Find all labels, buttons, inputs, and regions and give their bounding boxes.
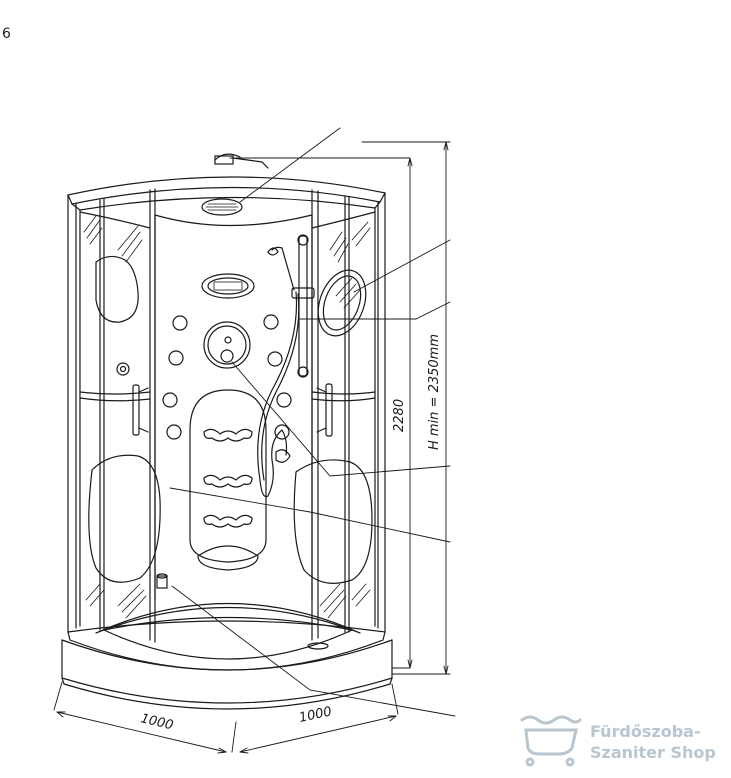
watermark-line-2: Szaniter Shop bbox=[590, 743, 716, 762]
side-panel-curves bbox=[79, 211, 376, 402]
right-door-handle bbox=[316, 383, 333, 437]
back-jet-icon bbox=[203, 428, 253, 442]
width-right-label: 1000 bbox=[298, 704, 333, 726]
overhead-shower-vent-icon bbox=[201, 198, 243, 216]
jet-icon bbox=[166, 424, 182, 440]
left-seat-panel bbox=[88, 454, 161, 583]
jet-icon bbox=[263, 314, 279, 330]
watermark-line-1: Fürdőszoba- bbox=[590, 722, 701, 741]
hand-shower-icon bbox=[257, 246, 300, 498]
width-dimension bbox=[53, 681, 399, 754]
back-massage-area bbox=[189, 389, 267, 571]
jet-icon bbox=[168, 350, 184, 366]
left-door-knob-icon bbox=[116, 362, 130, 376]
radio-control-panel-icon bbox=[201, 273, 255, 299]
drain-cup-icon bbox=[156, 573, 168, 589]
slide-bar bbox=[291, 234, 315, 378]
mirror-icon bbox=[317, 269, 367, 337]
leader-lines bbox=[169, 127, 456, 717]
jet-icon bbox=[162, 392, 178, 408]
jet-icon bbox=[172, 315, 188, 331]
left-door-handle bbox=[132, 384, 149, 436]
massage-jets bbox=[162, 314, 292, 440]
back-jet-icon bbox=[203, 474, 253, 488]
bathtub-logo-icon bbox=[520, 715, 582, 767]
figure-number: 6 bbox=[2, 26, 11, 42]
jet-icon bbox=[274, 424, 290, 440]
height-dimension bbox=[229, 141, 451, 675]
cabin-roof bbox=[67, 153, 386, 211]
shower-tray bbox=[61, 603, 393, 710]
height-label: 2280 bbox=[392, 399, 407, 432]
glass-reflection-marks bbox=[83, 215, 371, 619]
mixer-valve-icon bbox=[203, 321, 251, 369]
jet-icon bbox=[267, 351, 283, 367]
min-height-label: H min = 2350mm bbox=[427, 334, 442, 450]
jet-icon bbox=[276, 392, 292, 408]
back-panel bbox=[154, 214, 313, 601]
right-seat-panel bbox=[293, 459, 373, 584]
watermark-logo: Fürdőszoba- Szaniter Shop bbox=[518, 712, 728, 772]
left-window-shape bbox=[95, 255, 139, 323]
width-left-label: 1000 bbox=[139, 711, 175, 733]
back-jet-icon bbox=[203, 514, 253, 528]
